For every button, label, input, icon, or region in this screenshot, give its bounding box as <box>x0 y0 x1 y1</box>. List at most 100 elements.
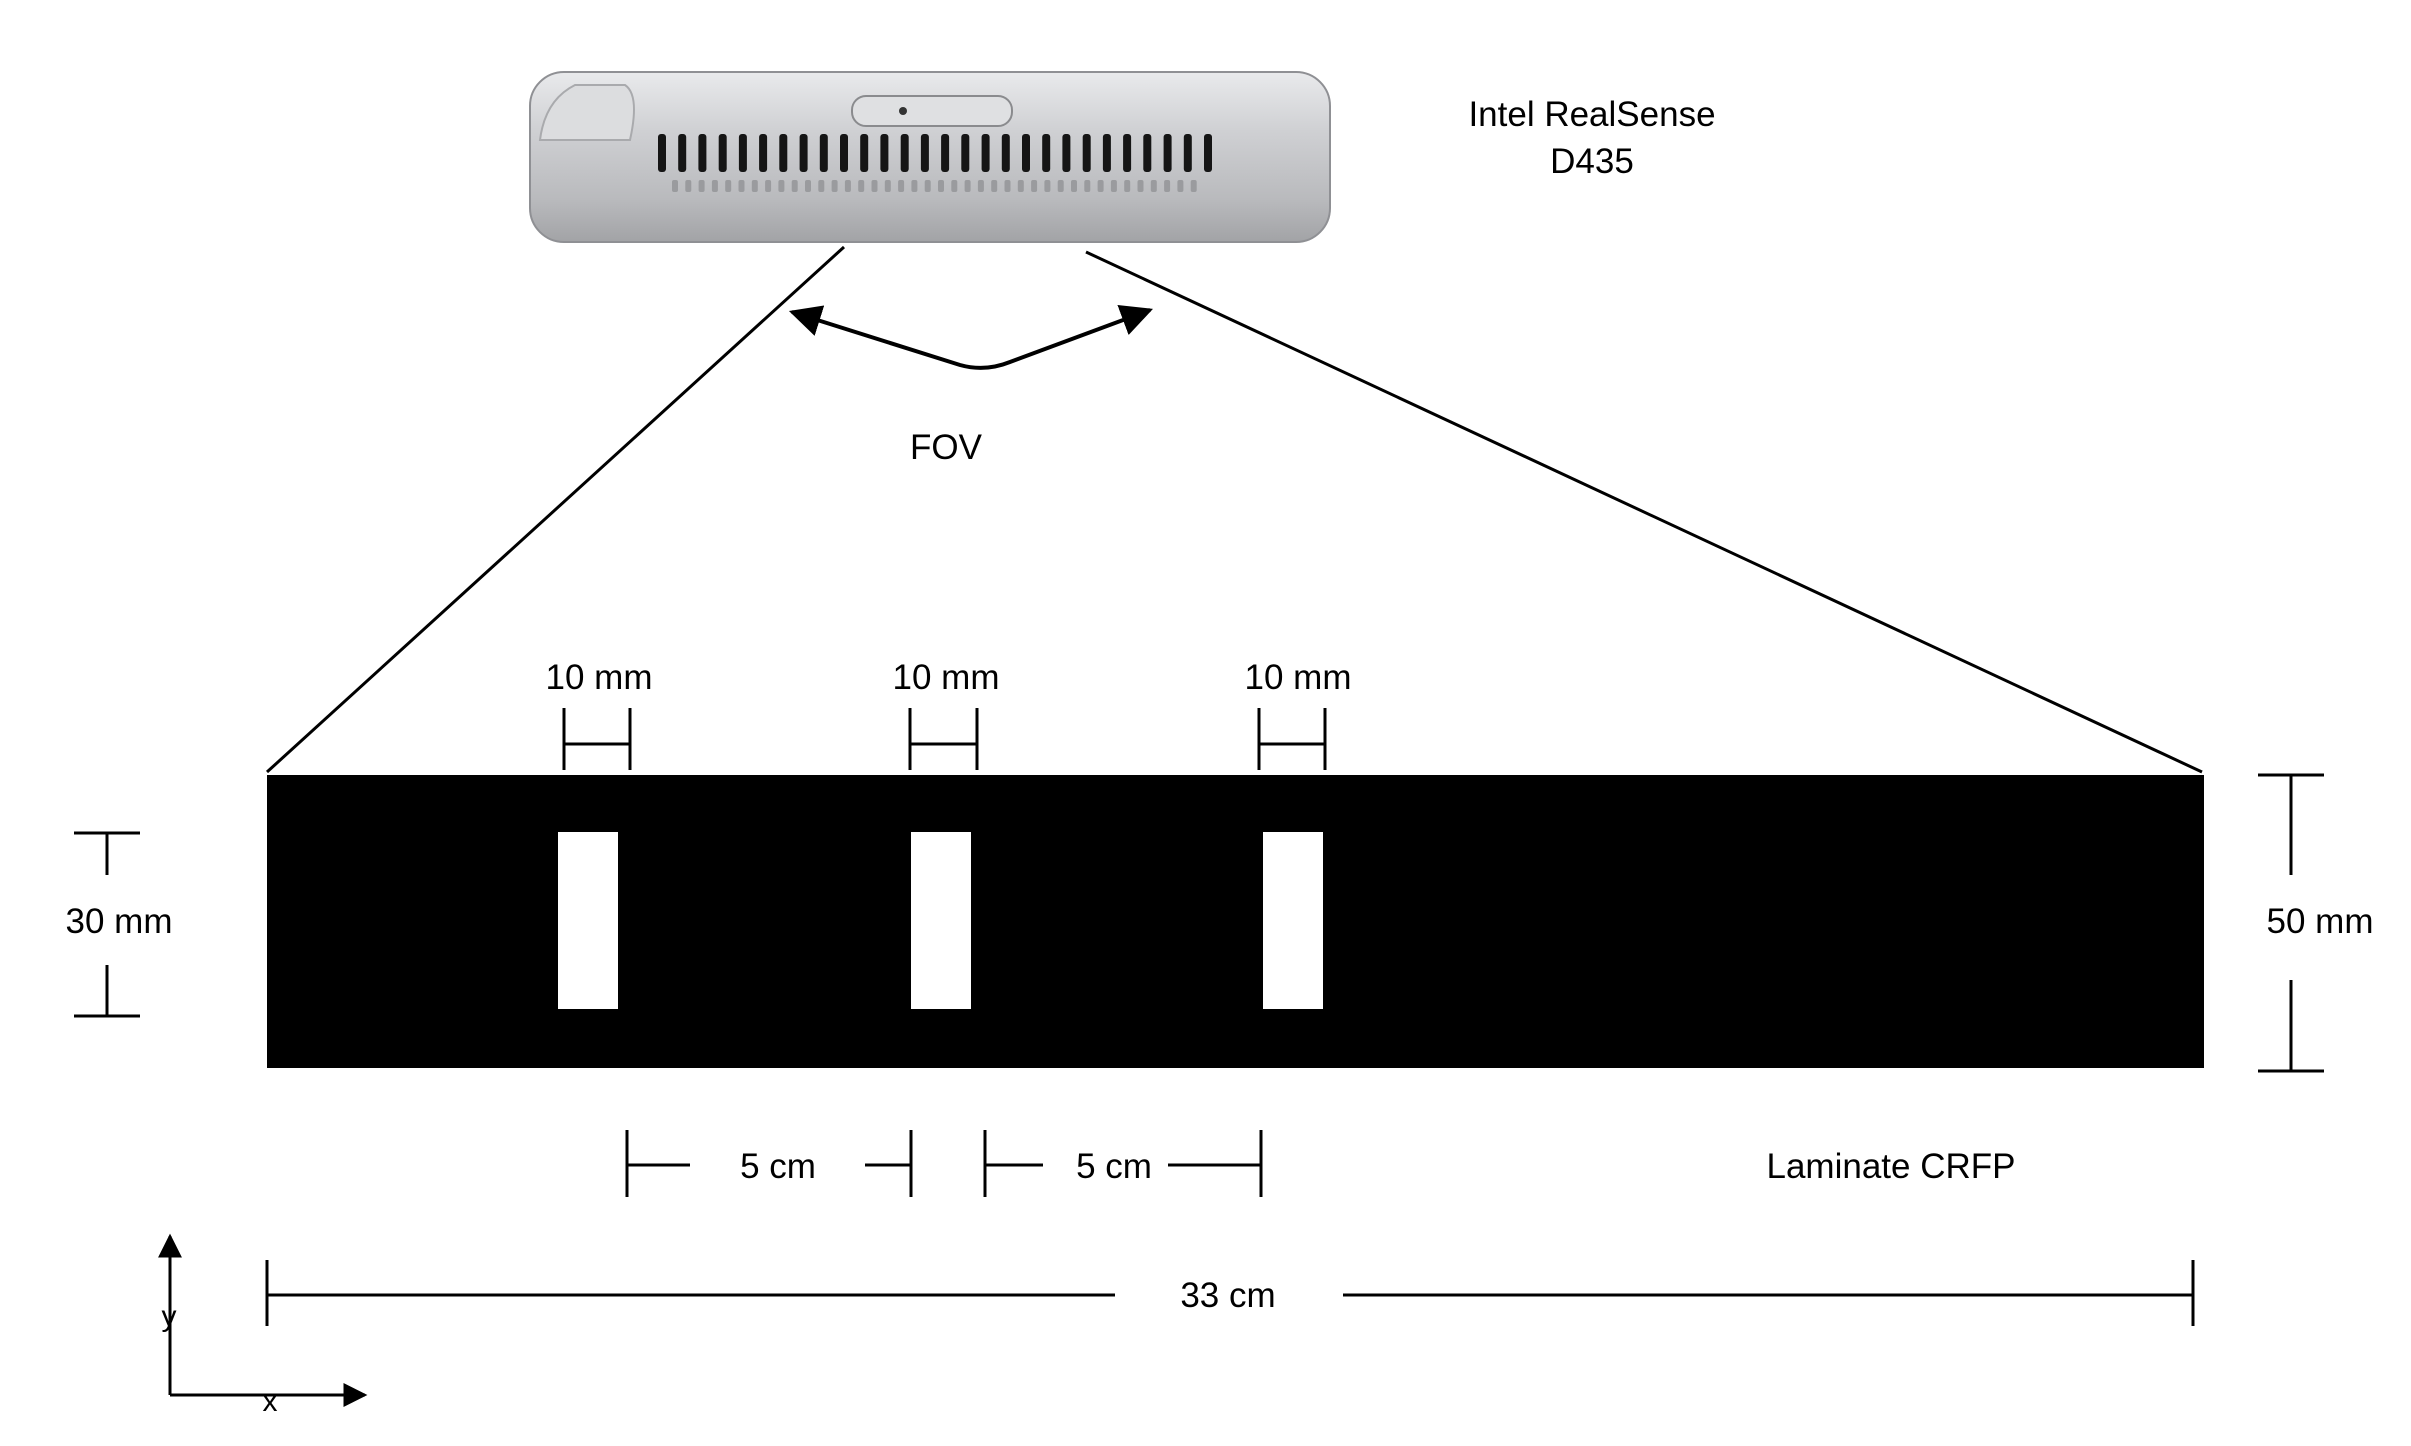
vent-dimple <box>911 180 918 192</box>
vent-slot <box>1042 134 1051 172</box>
fov-angle-arrow <box>788 305 1153 370</box>
vent-dimple <box>1150 180 1157 192</box>
slot-3 <box>1263 832 1323 1009</box>
vent-dimple <box>698 180 705 192</box>
camera-corner-highlight <box>538 84 635 141</box>
vent-dimple <box>991 180 998 192</box>
vent-slot <box>819 134 828 172</box>
fov-label: FOV <box>910 428 983 467</box>
total-length-dim <box>265 1260 2195 1326</box>
vent-slot <box>961 134 970 172</box>
specimen-height-label: 50 mm <box>2267 902 2374 941</box>
vent-dimple <box>858 180 865 192</box>
slot-1 <box>558 832 618 1009</box>
vent-dimple <box>1031 180 1038 192</box>
camera-vents <box>658 134 1212 172</box>
vent-dimple <box>805 180 811 192</box>
vent-dimple <box>898 180 905 192</box>
vent-dimple <box>1110 180 1117 192</box>
vent-dimple <box>924 180 931 192</box>
vent-slot <box>658 134 666 172</box>
vent-dimple <box>778 180 785 192</box>
x-axis-label: x <box>263 1385 278 1418</box>
specimen-label: Laminate CRFP <box>1767 1147 2016 1186</box>
vent-slot <box>1062 134 1071 172</box>
camera-led-icon <box>899 107 907 115</box>
spacing-dim-2 <box>983 1130 1263 1197</box>
spacing-dim-1 <box>625 1130 913 1197</box>
vent-dimple <box>1084 180 1091 192</box>
vent-slot <box>678 134 687 172</box>
specimen-laminate <box>267 775 2204 1068</box>
slot-width-dim-3 <box>1257 708 1327 770</box>
vent-dimple <box>938 180 944 192</box>
vent-dimple <box>685 180 692 192</box>
slot-width-label-3: 10 mm <box>1245 658 1352 697</box>
camera-lower-vents <box>672 180 1197 192</box>
vent-slot <box>840 134 848 172</box>
vent-slot <box>738 134 747 172</box>
vent-dimple <box>1044 180 1051 192</box>
slot-width-dim-1 <box>562 708 632 770</box>
vent-slot <box>900 134 909 172</box>
vent-dimple <box>1071 180 1077 192</box>
vent-slot <box>941 134 950 172</box>
vent-slot <box>1102 134 1111 172</box>
slot-width-label-2: 10 mm <box>893 658 1000 697</box>
vent-dimple <box>725 180 732 192</box>
vent-dimple <box>844 180 851 192</box>
fov-left-ray <box>265 245 846 774</box>
vent-slot <box>698 134 707 172</box>
vent-slot <box>1143 134 1152 172</box>
vent-dimple <box>871 180 878 192</box>
vent-dimple <box>751 180 758 192</box>
vent-dimple <box>1190 180 1197 192</box>
vent-dimple <box>951 180 958 192</box>
specimen-height-dim <box>2258 773 2324 1073</box>
vent-slot <box>1082 134 1091 172</box>
vent-slot <box>1183 134 1192 172</box>
vent-dimple <box>1017 180 1024 192</box>
vent-dimple <box>765 180 772 192</box>
vent-dimple <box>791 180 798 192</box>
vent-dimple <box>1004 180 1011 192</box>
y-axis-label: y <box>162 1300 177 1333</box>
slot-width-dim-2 <box>908 708 979 770</box>
vent-dimple <box>1137 180 1144 192</box>
vent-slot <box>759 134 768 172</box>
vent-dimple <box>964 180 971 192</box>
camera-name-line2: D435 <box>1550 142 1634 181</box>
vent-slot <box>1123 134 1132 172</box>
vent-slot <box>1001 134 1010 172</box>
camera-body <box>529 71 1331 243</box>
vent-slot <box>779 134 788 172</box>
vent-dimple <box>884 180 891 192</box>
vent-slot <box>1204 134 1212 172</box>
vent-dimple <box>711 180 718 192</box>
slot-width-label-1: 10 mm <box>546 658 653 697</box>
vent-dimple <box>831 180 838 192</box>
vent-slot <box>880 134 889 172</box>
vent-dimple <box>1124 180 1131 192</box>
total-length-label: 33 cm <box>1180 1276 1275 1315</box>
slot-height-label: 30 mm <box>66 902 173 941</box>
vent-dimple <box>1177 180 1184 192</box>
vent-slot <box>1022 134 1030 172</box>
vent-dimple <box>818 180 825 192</box>
camera-name-line1: Intel RealSense <box>1468 95 1715 134</box>
axes-indicator: y x <box>158 1233 368 1418</box>
spacing-label-1: 5 cm <box>740 1147 816 1186</box>
vent-slot <box>799 134 808 172</box>
camera-top-button <box>851 95 1013 127</box>
vent-slot <box>920 134 929 172</box>
vent-slot <box>860 134 869 172</box>
vent-dimple <box>672 180 678 192</box>
camera: Intel RealSense D435 <box>529 71 1716 243</box>
vent-dimple <box>1164 180 1171 192</box>
vent-dimple <box>738 180 745 192</box>
slot-height-dim <box>74 831 140 1018</box>
spacing-label-2: 5 cm <box>1076 1147 1152 1186</box>
vent-slot <box>718 134 727 172</box>
